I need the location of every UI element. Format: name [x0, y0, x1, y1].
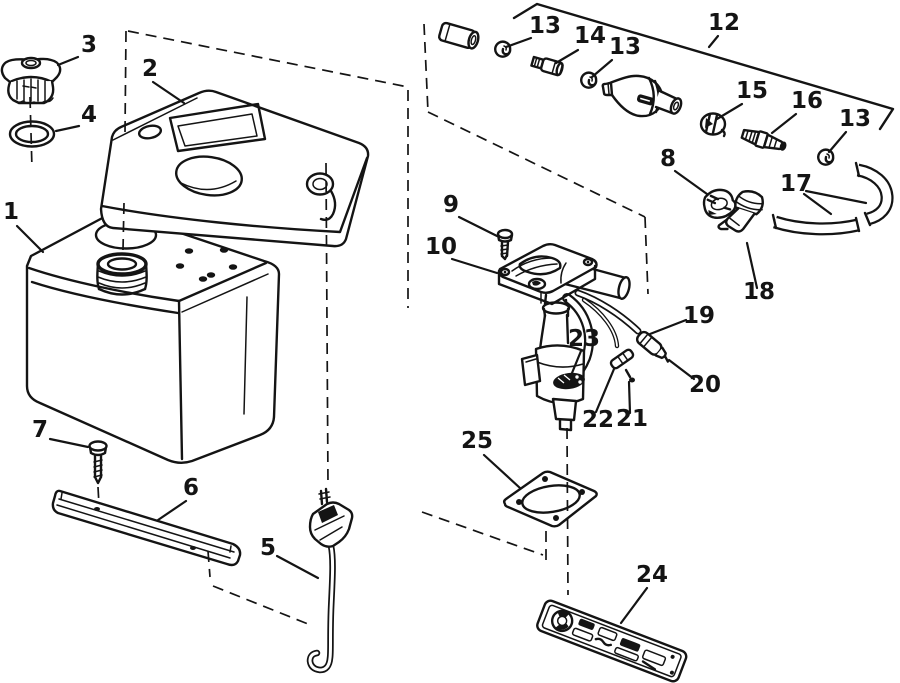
- sensor-wire: [581, 297, 635, 383]
- callout-14: 14: [574, 23, 606, 49]
- callout-16: 16: [791, 88, 823, 114]
- callout-9: 9: [443, 192, 459, 218]
- spring-clamp-a: [494, 40, 512, 58]
- callout-22: 22: [582, 407, 614, 433]
- callout-1: 1: [3, 199, 19, 225]
- callout-21: 21: [616, 406, 648, 432]
- elbow-fitting: [717, 190, 764, 233]
- cover-screw: [496, 228, 514, 261]
- hose-clamp: [702, 188, 737, 219]
- tank-vent-dots: [175, 247, 238, 282]
- cover-hole: [137, 124, 163, 140]
- callout-19: 19: [683, 303, 715, 329]
- callout-2: 2: [142, 56, 158, 82]
- cover-grommet: [305, 172, 337, 222]
- callout-labels: 1 2 3 4 5 6 7 8 9 10 12 13 14 13 15 16 1…: [3, 10, 871, 588]
- callout-13c: 13: [839, 106, 871, 132]
- callout-3: 3: [81, 32, 97, 58]
- supply-cable: [574, 289, 670, 363]
- inline-filter: [601, 74, 683, 118]
- callout-13a: 13: [529, 13, 561, 39]
- kit-group-bracket: [512, 2, 895, 131]
- callout-12: 12: [708, 10, 740, 36]
- alignment-dashes: [29, 23, 649, 625]
- barb-fitting: [740, 128, 787, 151]
- callout-10: 10: [425, 234, 457, 260]
- callout-15: 15: [736, 78, 768, 104]
- pickup-hose-clamp: [553, 372, 585, 390]
- mounting-gasket: [503, 470, 598, 528]
- callout-5: 5: [260, 535, 276, 561]
- callout-18: 18: [743, 279, 775, 305]
- instruction-plate: [536, 599, 688, 683]
- filler-neck: [96, 252, 148, 296]
- bracket-screw: [88, 440, 108, 485]
- filler-cap: [0, 56, 62, 105]
- cable-plug: [308, 487, 354, 548]
- pickup-pump-assembly: [497, 243, 670, 432]
- hoses: [771, 161, 894, 236]
- inline-fitting: [530, 55, 564, 77]
- callout-24: 24: [636, 562, 668, 588]
- tank-cover: [99, 89, 370, 248]
- callout-8: 8: [660, 146, 676, 172]
- callout-20: 20: [689, 372, 721, 398]
- mounting-bracket: [51, 489, 242, 567]
- callout-23: 23: [568, 326, 600, 352]
- callout-4: 4: [81, 102, 97, 128]
- oil-tank: [25, 211, 281, 464]
- sender-cable: [306, 487, 354, 674]
- kit-tube: [438, 21, 480, 50]
- spring-clamp-c: [817, 148, 835, 166]
- callout-6: 6: [183, 475, 199, 501]
- callout-13b: 13: [609, 34, 641, 60]
- callout-7: 7: [32, 417, 48, 443]
- callout-leaders: [15, 34, 868, 625]
- callout-17: 17: [780, 171, 812, 197]
- callout-25: 25: [461, 428, 493, 454]
